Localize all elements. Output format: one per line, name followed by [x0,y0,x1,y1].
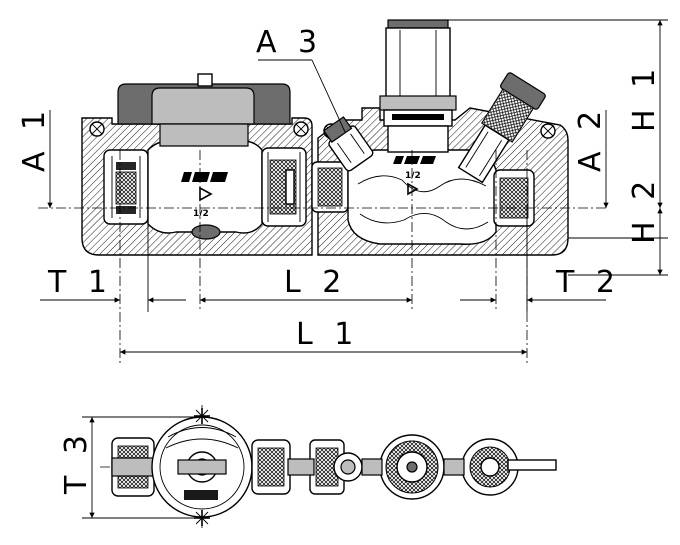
top-view: T 3 [59,405,557,530]
screw-icon [293,121,309,137]
leader-line-a3 [311,59,346,133]
size-marking: 1/2 [193,209,209,219]
dimension-label-a2: A 2 [573,105,608,172]
dimension-label-h2: H 2 [627,175,662,244]
dimension-label-h1: H 1 [627,63,662,132]
ball-valve: 1/2 [103,73,307,240]
brand-logo [181,172,228,182]
brand-logo [393,156,436,164]
dimension-label-a3: A 3 [256,25,323,60]
dimension-label-t2: T 2 [555,265,621,300]
pipe-coupling [311,161,349,213]
screw-icon [89,121,105,137]
dimension-label-t1: T 1 [47,265,113,300]
star-marker-icon [194,408,210,424]
regulating-valve: 1/2 [322,19,546,245]
flow-arrow-icon [407,182,419,196]
dimension-label-l2: L 2 [284,265,347,300]
dimension-label-t3: T 3 [59,429,94,495]
dimension-label-l1: L 1 [296,317,359,352]
dimension-label-a1: A 1 [17,105,52,172]
side-view: 1/2 [17,19,668,365]
size-marking: 1/2 [405,171,421,181]
screw-icon [540,123,556,139]
